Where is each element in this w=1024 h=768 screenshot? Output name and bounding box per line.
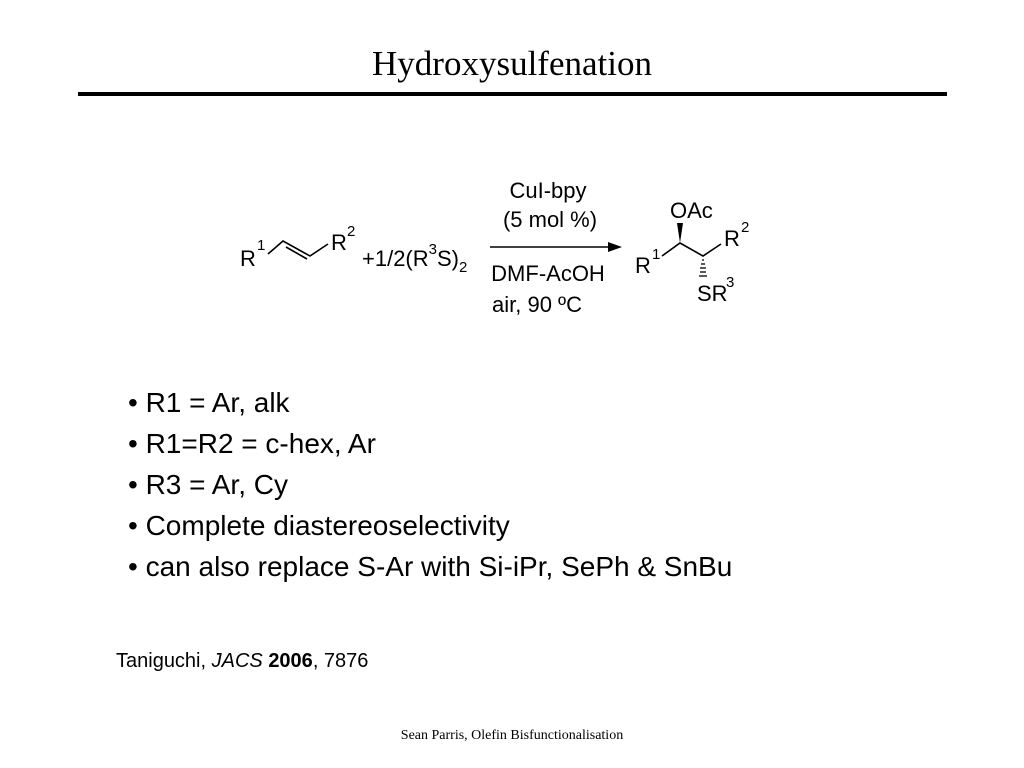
bullet-item: • R1 = Ar, alk <box>128 387 290 418</box>
wedge-bond <box>677 223 683 243</box>
bullet-item: • can also replace S-Ar with Si-iPr, SeP… <box>128 551 733 582</box>
condition-catalyst: CuI-bpy <box>509 178 586 203</box>
slide-title: Hydroxysulfenation <box>372 44 652 83</box>
product-sr: SR <box>697 281 728 306</box>
bullet-item: • R1=R2 = c-hex, Ar <box>128 428 376 459</box>
bullet-item: • Complete diastereoselectivity <box>128 510 510 541</box>
reactant-r2-sup: 2 <box>347 223 355 240</box>
reactant-r1: R <box>240 246 256 271</box>
product-sr-sup: 3 <box>726 274 734 291</box>
reactant-r2: R <box>331 230 347 255</box>
citation: Taniguchi, JACS 2006, 7876 <box>116 650 368 673</box>
condition-solvent: DMF-AcOH <box>491 261 605 286</box>
product-r1: R <box>635 253 651 278</box>
condition-temperature: air, 90 ºC <box>492 292 582 317</box>
product-oac: OAc <box>670 198 713 223</box>
citation-year: 2006 <box>268 650 313 672</box>
title-divider <box>78 92 947 96</box>
condition-loading: (5 mol %) <box>503 207 597 232</box>
reactant-r1-sup: 1 <box>257 237 265 254</box>
hashed-bond <box>699 259 707 277</box>
reaction-arrow <box>490 242 622 252</box>
citation-author: Taniguchi, <box>116 650 212 672</box>
citation-pages: , 7876 <box>312 650 369 672</box>
product-r1-sup: 1 <box>652 246 660 263</box>
product-r2-sup: 2 <box>741 219 749 236</box>
alkene-bonds <box>267 240 329 260</box>
product-bonds <box>661 242 722 257</box>
reaction-scheme: R 1 R 2 +1/2(R3S)2 CuI-bpy (5 mol %) DMF… <box>240 178 749 317</box>
disulfide-reagent: +1/2(R3S)2 <box>362 241 467 276</box>
product-r2: R <box>724 226 740 251</box>
bullet-item: • R3 = Ar, Cy <box>128 469 288 500</box>
bullet-list: • R1 = Ar, alk • R1=R2 = c-hex, Ar • R3 … <box>128 382 732 587</box>
slide-footer: Sean Parris, Olefin Bisfunctionalisation <box>400 728 624 743</box>
citation-journal: JACS <box>211 650 263 672</box>
